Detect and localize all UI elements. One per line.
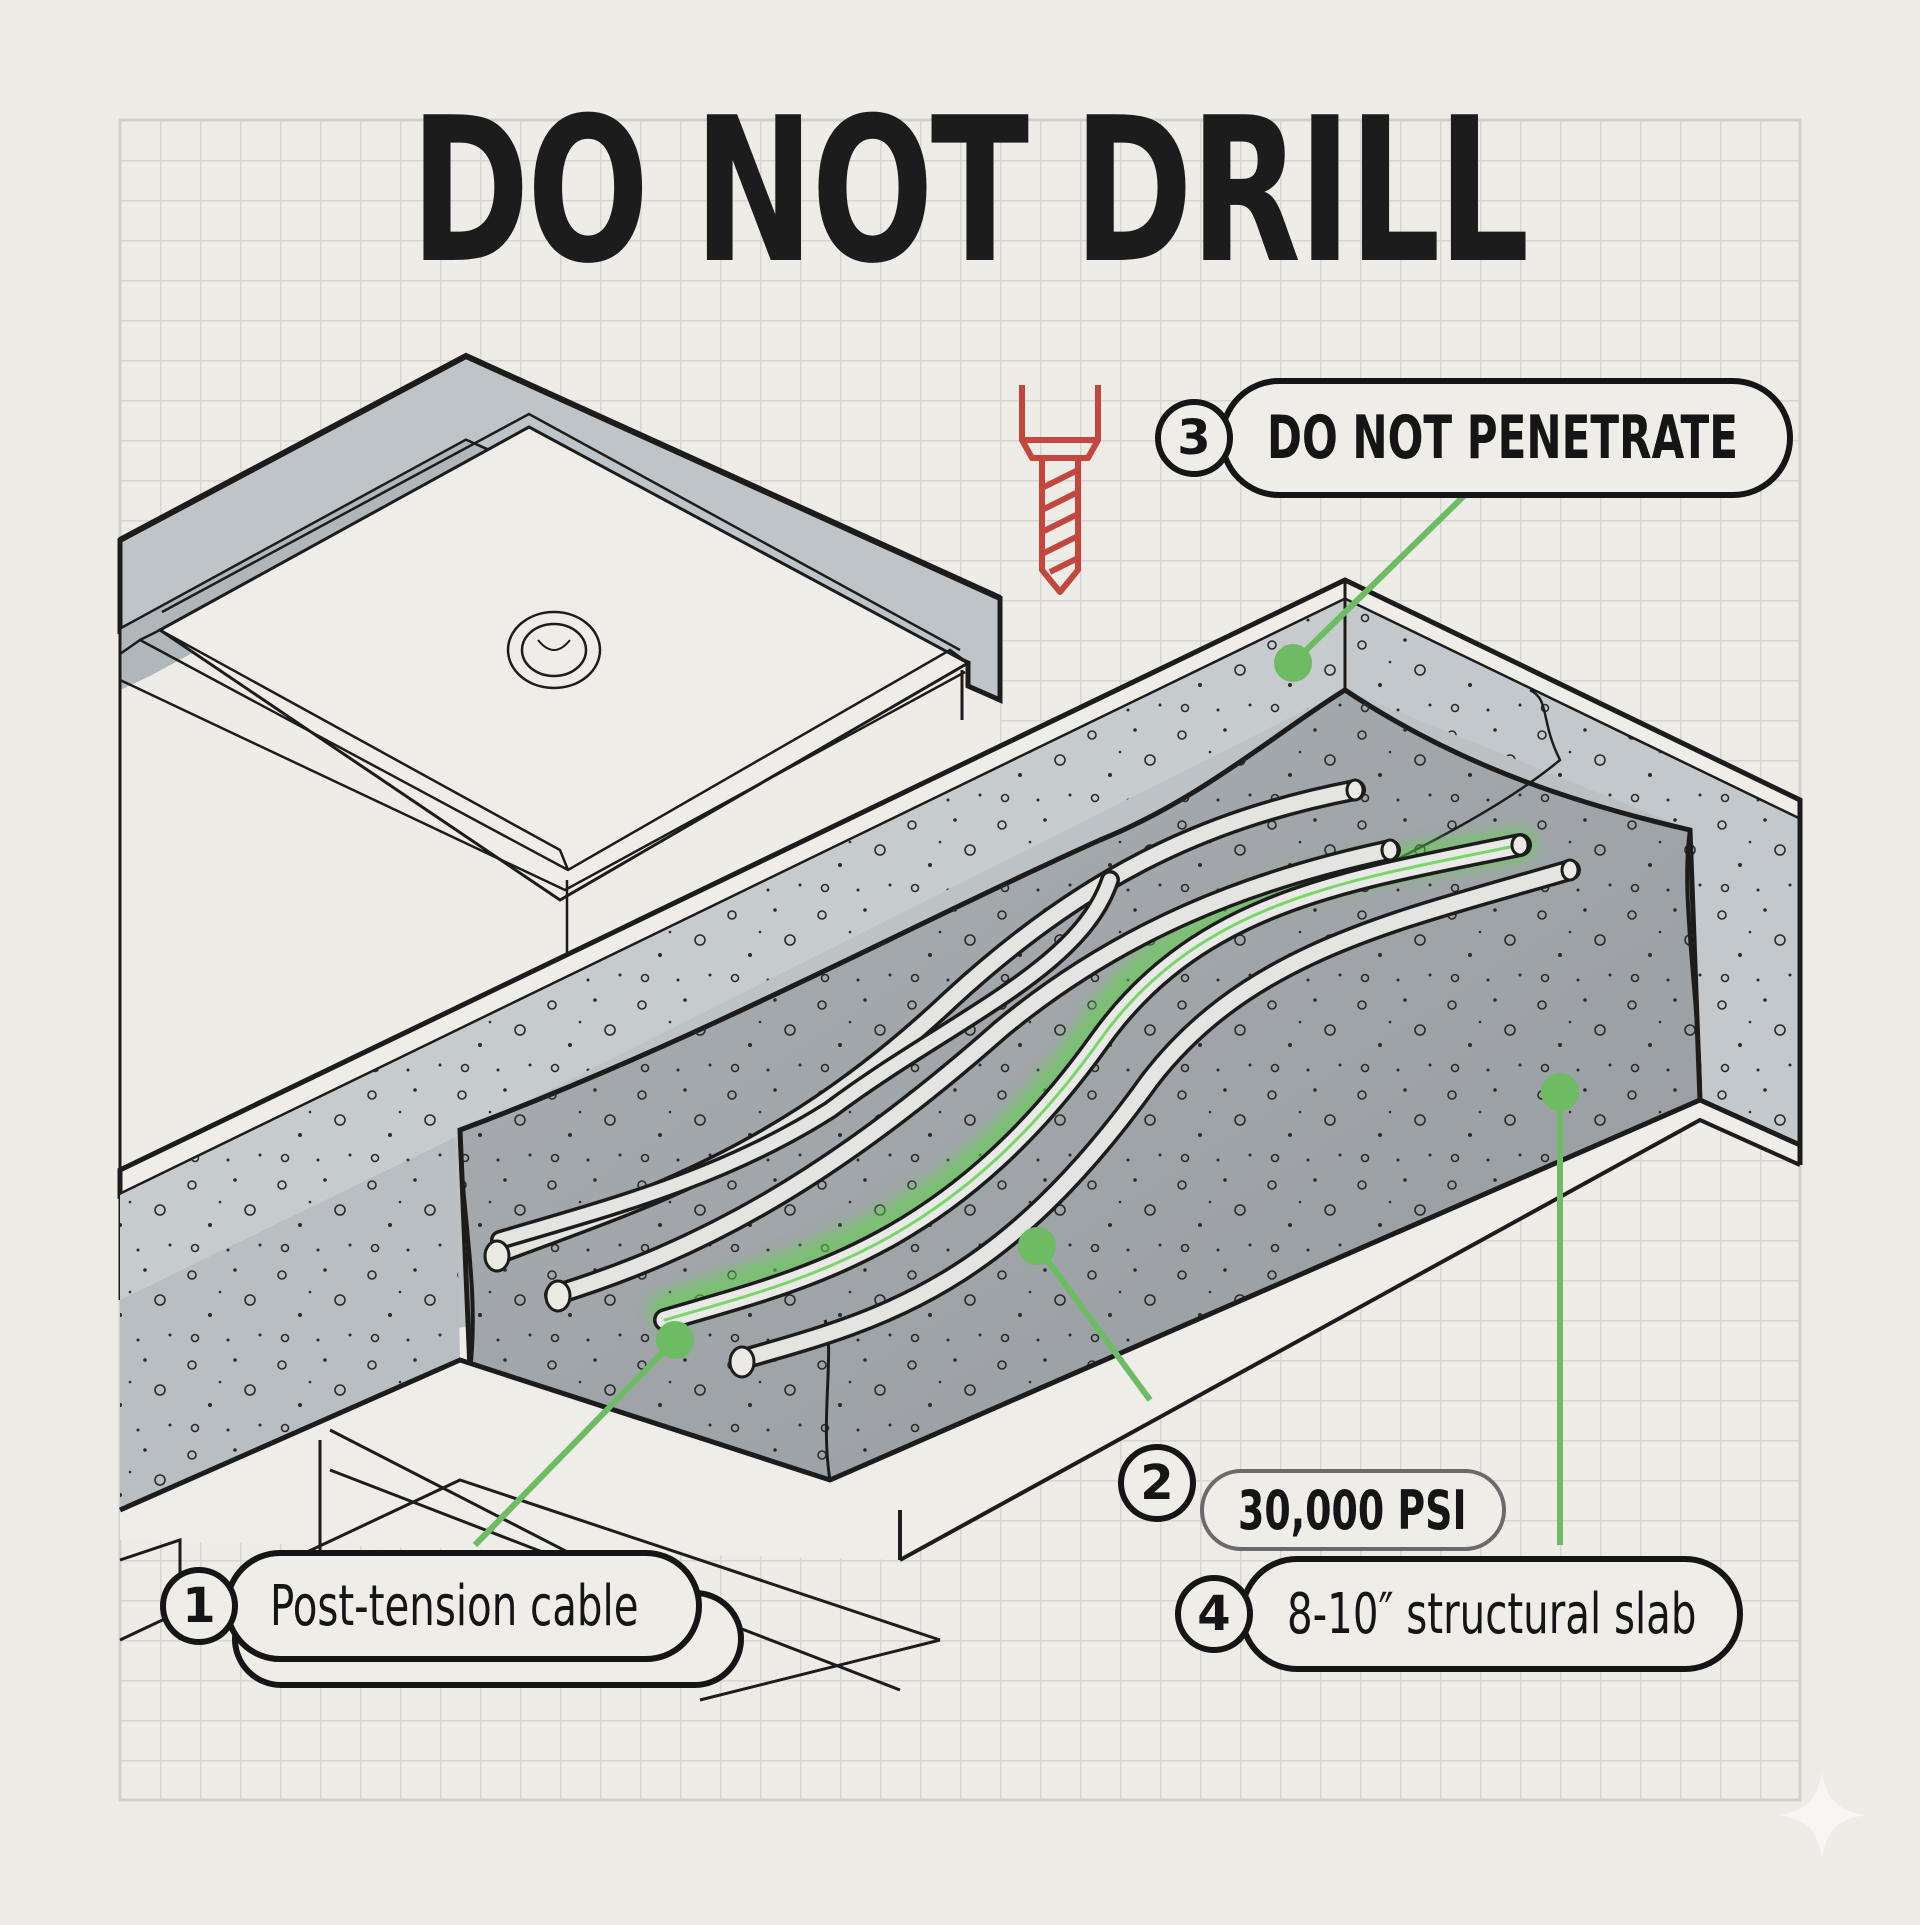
callout-text-2: 30,000 PSI [1238, 1478, 1467, 1542]
callout-label-3: DO NOT PENETRATE [1219, 378, 1793, 498]
callout-3-anchor [1274, 644, 1312, 682]
callout-number-3: 3 [1155, 399, 1233, 477]
drill-bit-icon [1019, 385, 1101, 595]
page-title: DO NOT DRILL [410, 75, 1529, 308]
callout-text-4: 8-10″ structural slab [1287, 1581, 1697, 1647]
callout-3-do-not-penetrate: 3 DO NOT PENETRATE [1155, 378, 1793, 498]
callout-2-psi: 2 30,000 PSI [1118, 1415, 1506, 1551]
callout-number-2: 2 [1118, 1444, 1196, 1522]
callout-number-1: 1 [160, 1567, 238, 1645]
sparkle-icon [1779, 1772, 1865, 1858]
callout-number-4: 4 [1175, 1575, 1253, 1653]
callout-text-1: Post-tension cable [270, 1573, 639, 1639]
callout-1-post-tension-cable: 1 Post-tension cable [160, 1550, 702, 1662]
leader-lines [472, 487, 1579, 1548]
callout-label-1: Post-tension cable [224, 1550, 702, 1662]
callout-label-2: 30,000 PSI [1200, 1469, 1506, 1551]
callout-1-anchor [656, 1321, 694, 1359]
callout-4-anchor [1541, 1073, 1579, 1111]
post-tension-cables [483, 778, 1581, 1379]
callout-text-3: DO NOT PENETRATE [1267, 403, 1739, 473]
callout-4-structural-slab: 4 8-10″ structural slab [1175, 1556, 1743, 1672]
callout-2-anchor [1018, 1227, 1056, 1265]
callout-label-4: 8-10″ structural slab [1239, 1556, 1743, 1672]
